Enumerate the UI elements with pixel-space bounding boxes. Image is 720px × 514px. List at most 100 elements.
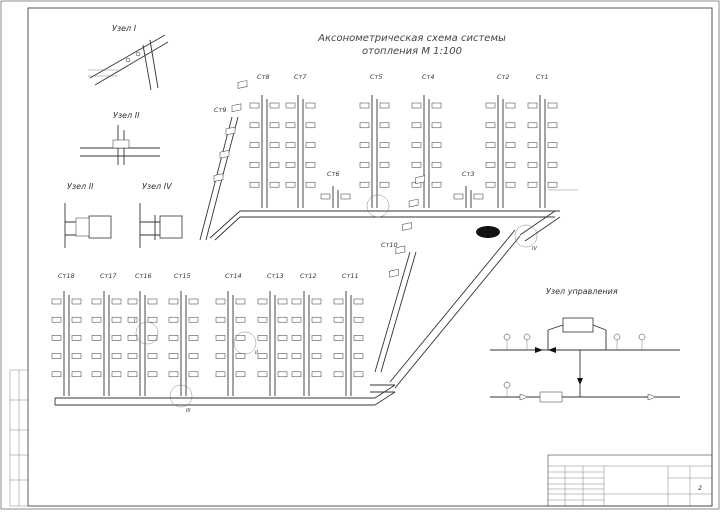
riser-st4-radiator [411, 102, 422, 109]
riser-st11-radiator [353, 335, 364, 341]
riser-st11 [333, 291, 364, 396]
riser-st15-radiator [188, 316, 199, 323]
riser-st16 [127, 291, 158, 396]
riser-st4-radiator [431, 102, 442, 109]
riser-st5 [359, 95, 390, 208]
riser-st14-radiator [235, 371, 246, 378]
riser-st6-radiator [320, 193, 331, 200]
riser-st5-radiator [379, 102, 390, 109]
riser-st4-radiator [411, 142, 422, 148]
riser-st8-radiator [249, 162, 260, 168]
riser-st12-radiator [291, 353, 302, 359]
riser-st16-radiator [127, 371, 138, 378]
riser-st5-radiator [359, 181, 370, 188]
riser-st12-radiator [291, 371, 302, 378]
riser-label-st11: Ст11 [342, 272, 359, 280]
riser-st7-radiator [285, 102, 296, 109]
riser-label-st7: Ст7 [294, 73, 307, 81]
node-4-detail [139, 203, 183, 248]
riser-st12-radiator [291, 298, 302, 305]
riser-label-st2: Ст2 [497, 73, 509, 81]
riser-st1-radiator [527, 102, 538, 109]
riser-st8-radiator [269, 181, 280, 188]
riser-st1-radiator [547, 122, 558, 129]
riser-label-st12: Ст12 [300, 272, 317, 280]
riser-st17-radiator [111, 335, 122, 341]
riser-st11-radiator [333, 371, 344, 378]
riser-st14-radiator [235, 298, 246, 305]
riser-st8-radiator [269, 162, 280, 168]
riser-st11-radiator [353, 353, 364, 359]
riser-st5-radiator [359, 162, 370, 168]
riser-st17-radiator [111, 353, 122, 359]
riser-st12-radiator [311, 353, 322, 359]
riser-st5-radiator [359, 142, 370, 148]
riser-st7-radiator [305, 122, 316, 129]
riser-st11-radiator [333, 335, 344, 341]
node-1-detail [88, 34, 169, 91]
upper-supply-mains [209, 189, 578, 242]
riser-st5-radiator [379, 181, 390, 188]
riser-st17-radiator [91, 316, 102, 323]
riser-st18-radiator [51, 298, 62, 305]
control-node-diagram [490, 317, 680, 403]
riser-st15-radiator [188, 335, 199, 341]
node-3-detail [64, 203, 112, 248]
riser-st2-radiator [485, 102, 496, 109]
upper-risers [249, 95, 558, 208]
riser-st15-radiator [168, 353, 179, 359]
riser-st14-radiator [215, 316, 226, 323]
riser-st5-radiator [359, 122, 370, 129]
riser-st16-radiator [127, 353, 138, 359]
riser-st7-radiator [285, 122, 296, 129]
riser-label-st9: Ст9 [214, 106, 226, 114]
node-reference-circles: I II III IV [134, 194, 537, 414]
riser-st15-radiator [168, 335, 179, 341]
riser-st4-radiator [431, 162, 442, 168]
riser-label-st8: Ст8 [257, 73, 269, 81]
riser-st5-radiator [379, 122, 390, 129]
riser-st2-radiator [505, 181, 516, 188]
st10-riser-group [374, 251, 417, 373]
riser-st12-radiator [311, 316, 322, 323]
riser-st7-radiator [305, 142, 316, 148]
riser-st13-radiator [257, 298, 268, 305]
riser-st9-radiator [231, 103, 242, 112]
riser-st13-radiator [257, 316, 268, 323]
riser-st9-radiator [237, 80, 248, 89]
riser-st3 [453, 186, 484, 208]
riser-st8-radiator [249, 122, 260, 129]
riser-st17-radiator [91, 298, 102, 305]
riser-label-st16: Ст16 [135, 272, 152, 280]
riser-st4-radiator [431, 142, 442, 148]
riser-st10-radiator [408, 198, 419, 208]
riser-st11-radiator [353, 371, 364, 378]
riser-st13-radiator [277, 353, 288, 359]
diagonal-risers [213, 80, 425, 278]
riser-st14-radiator [215, 353, 226, 359]
riser-st17 [91, 291, 122, 396]
riser-label-st6: Ст6 [327, 170, 339, 178]
riser-st18-radiator [51, 335, 62, 341]
sheet-number: 2 [698, 485, 702, 492]
riser-st8-radiator [269, 122, 280, 129]
drawing-frame [27, 7, 713, 507]
riser-st7 [285, 95, 316, 208]
riser-st7-radiator [305, 162, 316, 168]
node-4-label: Узел IV [142, 182, 172, 191]
riser-st12-radiator [311, 298, 322, 305]
riser-st16-radiator [147, 353, 158, 359]
riser-st1 [527, 95, 558, 208]
riser-st13-radiator [277, 298, 288, 305]
riser-st1-radiator [547, 142, 558, 148]
riser-st13-radiator [257, 335, 268, 341]
riser-st1-radiator [527, 142, 538, 148]
riser-label-st15: Ст15 [174, 272, 191, 280]
riser-st12 [291, 291, 322, 396]
riser-st13-radiator [257, 371, 268, 378]
riser-st11-radiator [333, 298, 344, 305]
riser-st5-radiator [379, 142, 390, 148]
riser-st17-radiator [111, 371, 122, 378]
riser-st7-radiator [285, 162, 296, 168]
